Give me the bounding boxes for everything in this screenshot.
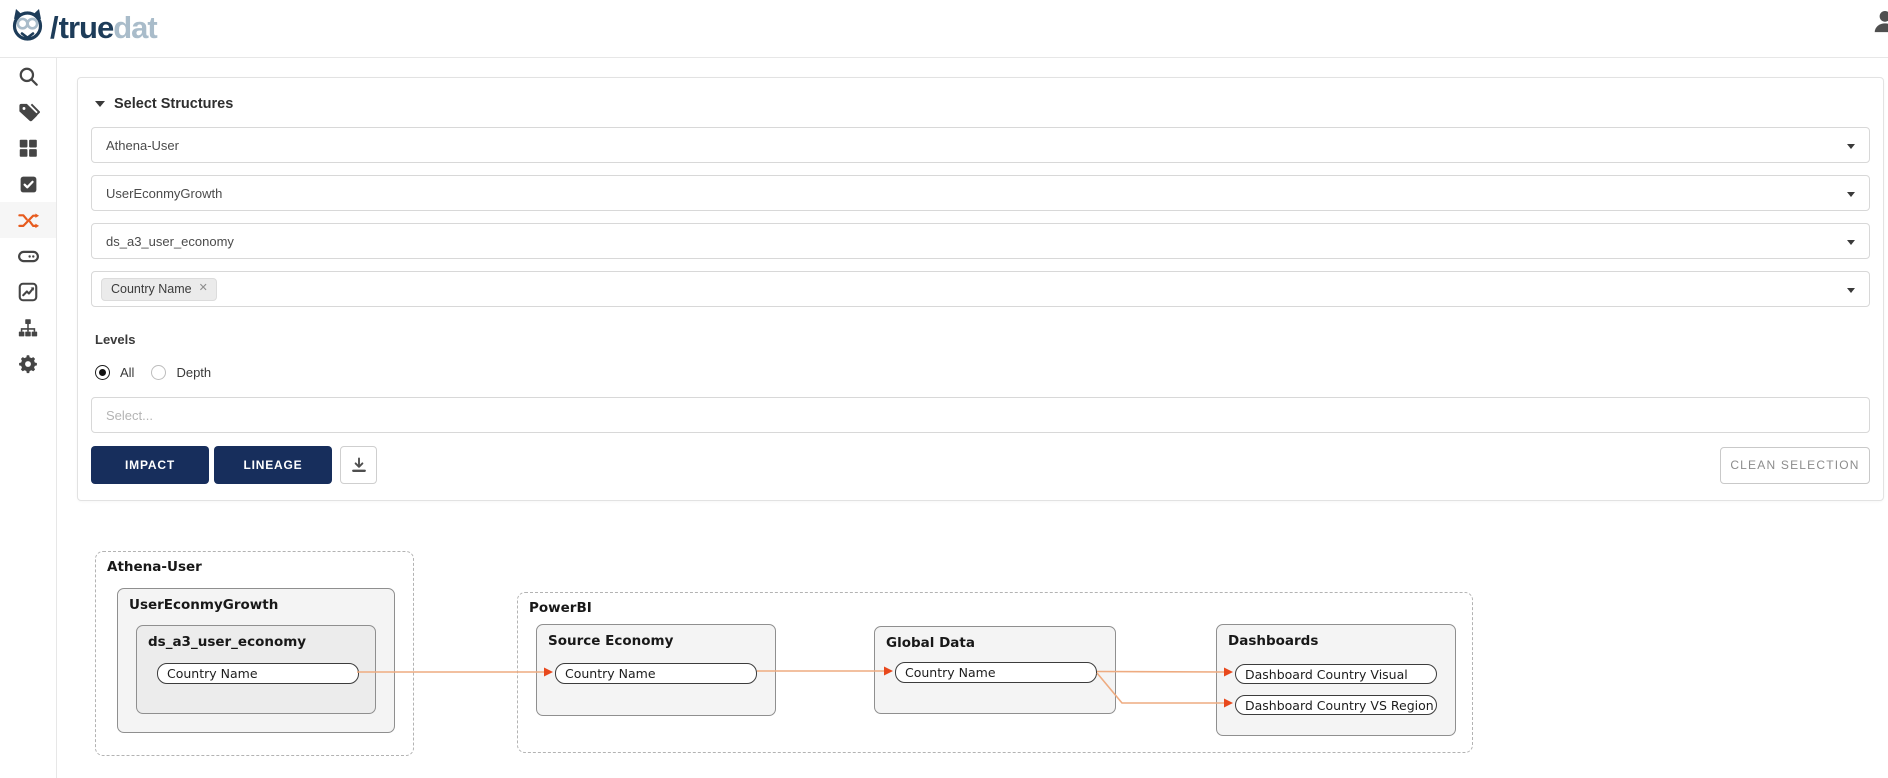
system-label: PowerBI <box>529 600 592 616</box>
chevron-down-icon <box>1847 192 1855 197</box>
radio-depth-circle <box>151 364 167 380</box>
user-avatar-icon[interactable] <box>1871 7 1888 35</box>
sidebar-item-quality[interactable] <box>0 166 56 202</box>
field-multiselect[interactable]: Country Name ✕ <box>91 271 1870 307</box>
system-container-powerbi: PowerBI Source Economy Country Name Glob… <box>517 592 1473 753</box>
group-dashboards: Dashboards Dashboard Country Visual Dash… <box>1216 624 1456 736</box>
radio-all-label: All <box>120 364 135 380</box>
group-usereconmygrowth: UserEconmyGrowth ds_a3_user_economy Coun… <box>117 588 395 733</box>
node-dashboard-country-visual[interactable]: Dashboard Country Visual <box>1235 664 1437 684</box>
sidebar-item-settings[interactable] <box>0 346 56 382</box>
download-icon <box>351 457 366 472</box>
group-select[interactable]: UserEconmyGrowth <box>91 175 1870 211</box>
hard-drive-icon <box>17 250 39 262</box>
panel-title: Select Structures <box>114 96 234 112</box>
sitemap-icon <box>18 319 38 337</box>
structure-select[interactable]: ds_a3_user_economy <box>91 223 1870 259</box>
sidebar-item-glossary[interactable] <box>0 94 56 130</box>
sidebar-nav <box>0 58 57 778</box>
system-label: Athena-User <box>107 559 202 575</box>
radio-depth[interactable]: Depth <box>151 364 212 380</box>
tag-icon <box>18 103 40 121</box>
structure-select-value: ds_a3_user_economy <box>106 233 234 249</box>
gear-icon <box>19 355 37 374</box>
chip-remove-icon[interactable]: ✕ <box>198 282 208 294</box>
download-button[interactable] <box>340 446 377 484</box>
group-source-economy: Source Economy Country Name <box>536 624 776 716</box>
radio-all-circle <box>95 364 110 380</box>
node-country-name-source-economy[interactable]: Country Name <box>555 663 757 684</box>
chevron-down-icon <box>1847 240 1855 245</box>
check-square-icon <box>20 176 36 192</box>
node-dashboard-country-vs-region[interactable]: Dashboard Country VS Region <box>1235 695 1437 715</box>
system-container-athena-user: Athena-User UserEconmyGrowth ds_a3_user_… <box>95 551 414 756</box>
node-country-name-athena[interactable]: Country Name <box>157 663 359 684</box>
group-label: UserEconmyGrowth <box>129 597 279 613</box>
sidebar-item-lineage[interactable] <box>0 202 56 238</box>
group-label: ds_a3_user_economy <box>148 634 307 650</box>
depth-select-input[interactable] <box>91 397 1870 433</box>
system-select-value: Athena-User <box>106 137 179 153</box>
sidebar-item-domains[interactable] <box>0 310 56 346</box>
sidebar-item-insights[interactable] <box>0 274 56 310</box>
group-select-value: UserEconmyGrowth <box>106 185 223 201</box>
owl-logo-icon <box>12 9 43 41</box>
shuffle-icon <box>17 213 39 228</box>
radio-all[interactable]: All <box>95 364 135 380</box>
system-select[interactable]: Athena-User <box>91 127 1870 163</box>
logo-wordmark: /truedat <box>50 9 158 45</box>
grid-icon <box>19 139 37 157</box>
chevron-down-icon <box>1847 144 1855 149</box>
group-ds-a3-user-economy: ds_a3_user_economy Country Name <box>136 625 376 714</box>
select-structures-panel: Select Structures Athena-User UserEconmy… <box>77 77 1884 501</box>
lineage-button[interactable]: LINEAGE <box>214 446 332 484</box>
levels-label: Levels <box>95 332 136 347</box>
chart-line-icon <box>18 282 38 302</box>
group-label: Global Data <box>886 635 975 651</box>
node-country-name-global-data[interactable]: Country Name <box>895 662 1097 683</box>
sidebar-item-search[interactable] <box>0 58 56 94</box>
search-icon <box>19 67 38 86</box>
group-label: Dashboards <box>1228 633 1319 649</box>
group-label: Source Economy <box>548 633 674 649</box>
sidebar-item-sources[interactable] <box>0 238 56 274</box>
app-header: /truedat <box>0 0 1888 58</box>
impact-button[interactable]: IMPACT <box>91 446 209 484</box>
clean-selection-button[interactable]: CLEAN SELECTION <box>1720 446 1870 484</box>
group-global-data: Global Data Country Name <box>874 626 1116 714</box>
actions-row: IMPACT LINEAGE CLEAN SELECTION <box>91 446 1870 484</box>
truedat-logo[interactable]: /truedat <box>8 5 158 47</box>
chevron-down-icon <box>1847 288 1855 293</box>
levels-radio-group: All Depth <box>95 364 1870 380</box>
sidebar-item-catalog[interactable] <box>0 130 56 166</box>
selected-field-chip: Country Name ✕ <box>101 277 217 301</box>
chip-label: Country Name <box>111 281 192 296</box>
collapse-caret-icon[interactable] <box>95 101 105 107</box>
radio-depth-label: Depth <box>176 364 212 380</box>
